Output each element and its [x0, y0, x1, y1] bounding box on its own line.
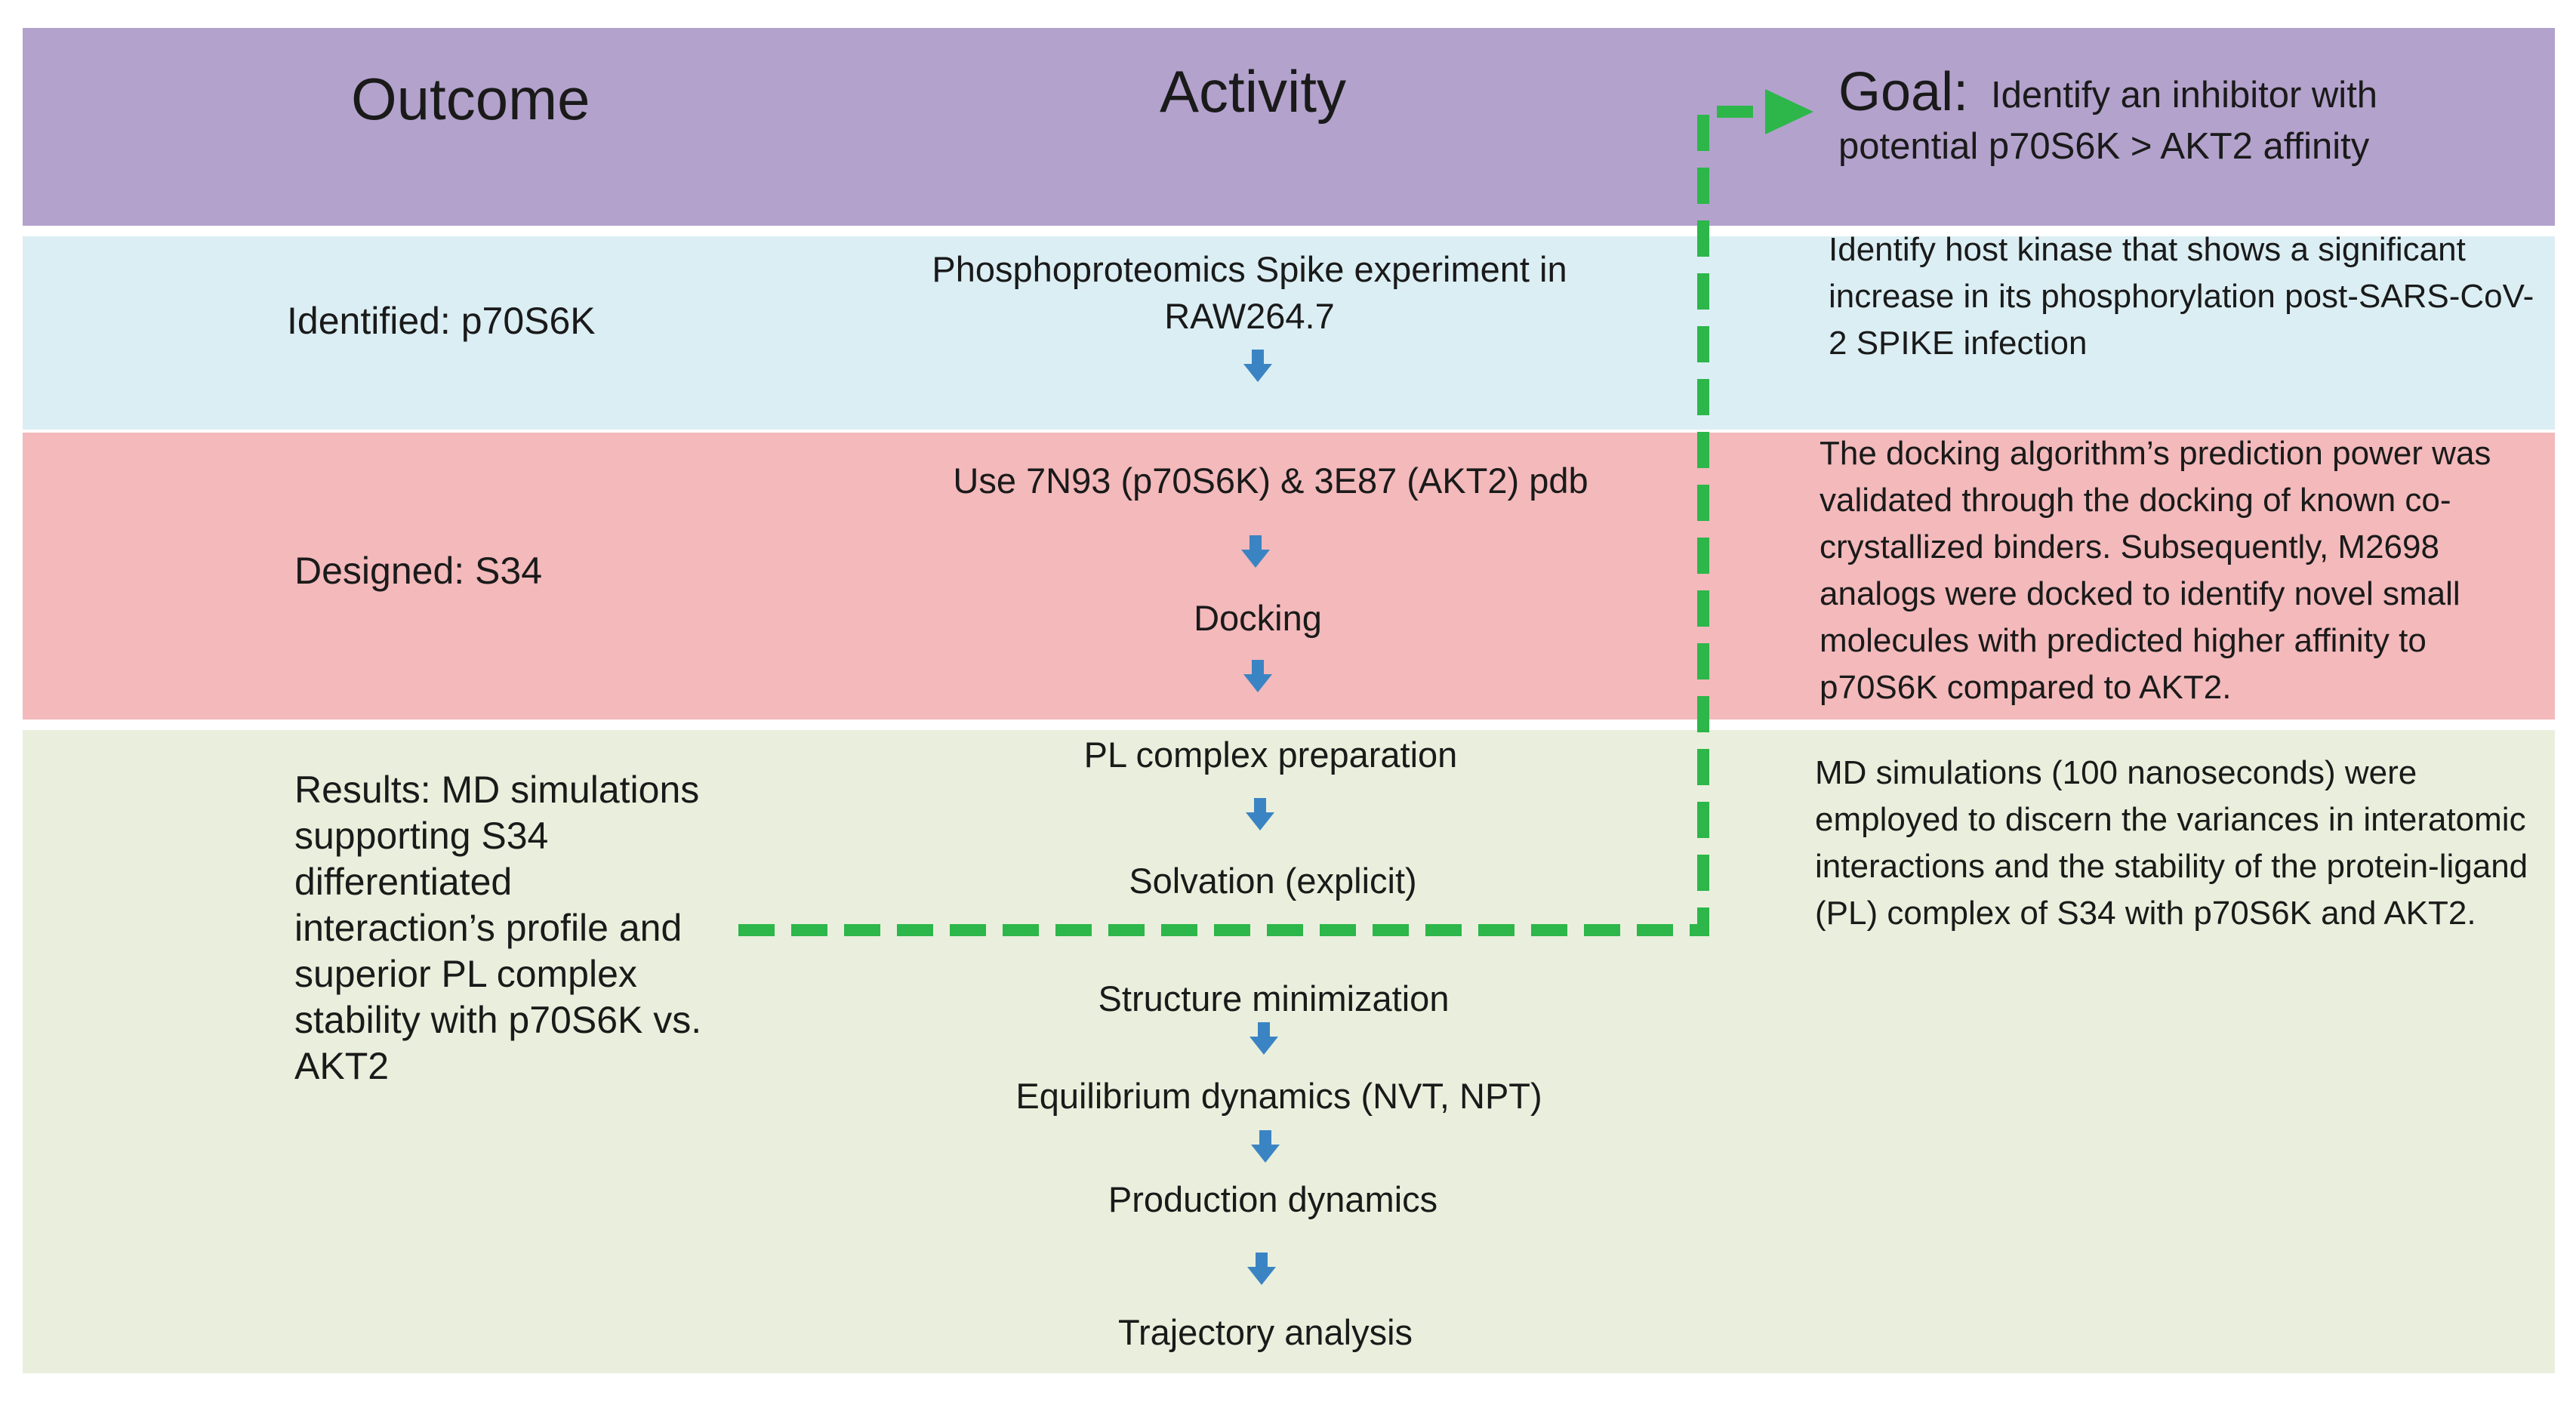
activity-pl-prep: PL complex preparation — [1083, 735, 1458, 775]
activity-phospho-line2: RAW264.7 — [1164, 296, 1335, 336]
activity-equilibrium: Equilibrium dynamics (NVT, NPT) — [1015, 1076, 1542, 1116]
results-line: AKT2 — [294, 1045, 390, 1087]
results-line: differentiated — [294, 861, 513, 903]
activity-docking: Docking — [1194, 598, 1322, 638]
results-line: stability with p70S6K vs. — [294, 999, 702, 1041]
activity-phospho-line1: Phosphoproteomics Spike experiment in — [932, 249, 1567, 289]
activity-solvation: Solvation (explicit) — [1129, 861, 1417, 901]
activity-header: Activity — [1160, 58, 1347, 125]
results-line: supporting S34 — [294, 815, 549, 857]
description-red: The docking algorithm’s prediction power… — [1820, 435, 2491, 706]
activity-trajectory: Trajectory analysis — [1117, 1312, 1413, 1352]
outcome-designed: Designed: S34 — [294, 550, 543, 592]
results-line: interaction’s profile and — [294, 907, 683, 949]
results-line: Results: MD simulations — [294, 769, 700, 811]
description-green: MD simulations (100 nanoseconds) were em… — [1815, 754, 2528, 932]
activity-use-pdb: Use 7N93 (p70S6K) & 3E87 (AKT2) pdb — [953, 461, 1588, 501]
description-blue: Identify host kinase that shows a signif… — [1829, 231, 2534, 362]
activity-production: Production dynamics — [1108, 1179, 1438, 1219]
results-line: superior PL complex — [294, 953, 637, 995]
outcome-header: Outcome — [351, 66, 590, 132]
outcome-identified: Identified: p70S6K — [287, 300, 596, 342]
goal-label: Goal: — [1838, 62, 1969, 122]
activity-minimization: Structure minimization — [1098, 978, 1450, 1018]
goal-text-line1: Identify an inhibitor with — [1991, 75, 2378, 116]
goal-text-line2: potential p70S6K > AKT2 affinity — [1838, 126, 2370, 167]
